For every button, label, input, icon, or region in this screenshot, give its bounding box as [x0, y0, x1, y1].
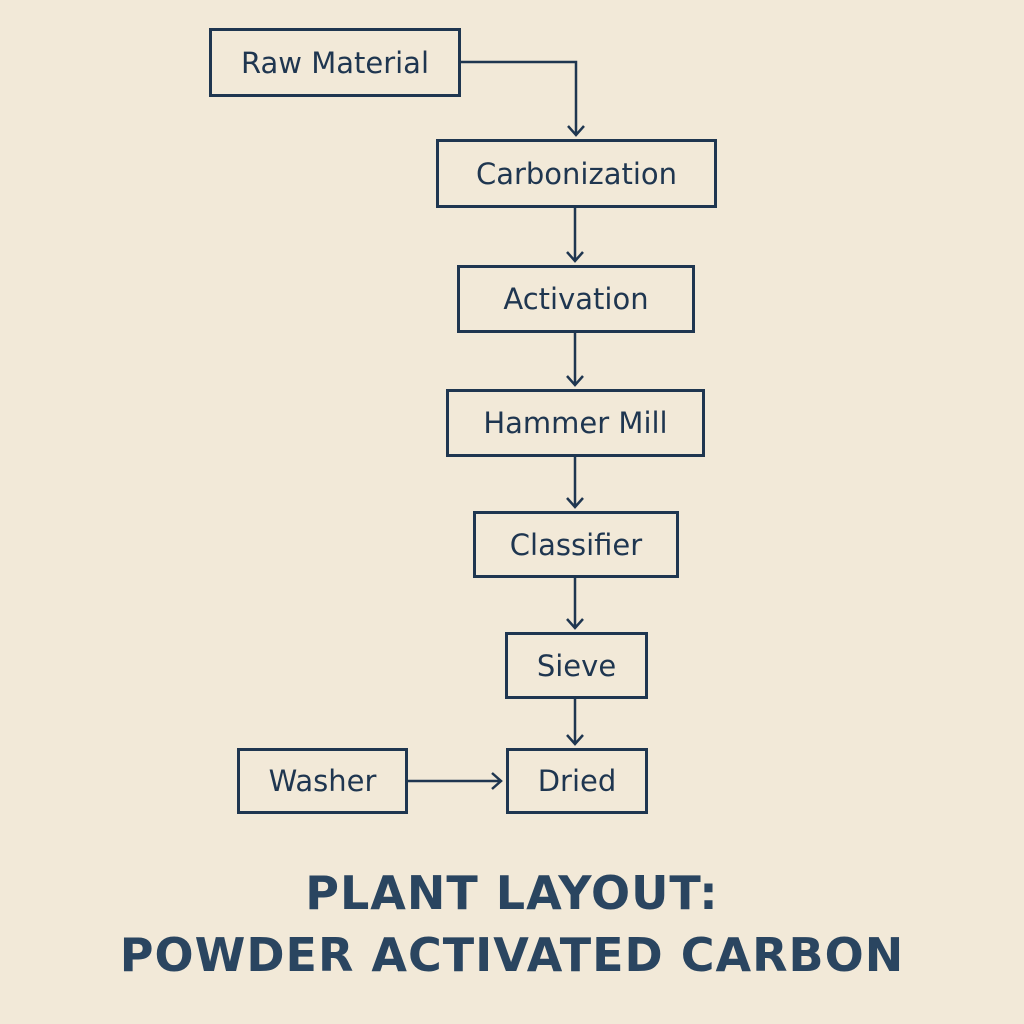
- title-line-2: POWDER ACTIVATED CARBON: [119, 928, 905, 982]
- arrow-carbonization-to-activation: [566, 207, 584, 263]
- title-line-1: PLANT LAYOUT:: [305, 866, 719, 920]
- node-label: Classifier: [509, 527, 643, 562]
- node-hammer-mill: Hammer Mill: [446, 389, 705, 457]
- node-label: Raw Material: [240, 45, 430, 80]
- node-sieve: Sieve: [505, 632, 648, 699]
- node-label: Carbonization: [475, 156, 678, 191]
- node-label: Washer: [268, 764, 377, 798]
- node-raw-material: Raw Material: [209, 28, 461, 97]
- arrow-activation-to-hammer-mill: [566, 332, 584, 387]
- node-label: Dried: [537, 764, 617, 798]
- node-label: Hammer Mill: [483, 406, 668, 440]
- arrow-sieve-to-dried: [566, 698, 584, 746]
- node-activation: Activation: [457, 265, 695, 333]
- node-washer: Washer: [237, 748, 408, 814]
- node-label: Sieve: [536, 648, 617, 683]
- node-dried: Dried: [506, 748, 648, 814]
- arrow-raw-to-carbonization: [460, 60, 585, 137]
- arrow-classifier-to-sieve: [566, 577, 584, 630]
- arrow-hammer-mill-to-classifier: [566, 456, 584, 509]
- arrow-washer-to-dried: [407, 772, 503, 790]
- node-label: Activation: [503, 282, 649, 316]
- node-carbonization: Carbonization: [436, 139, 717, 208]
- node-classifier: Classifier: [473, 511, 679, 578]
